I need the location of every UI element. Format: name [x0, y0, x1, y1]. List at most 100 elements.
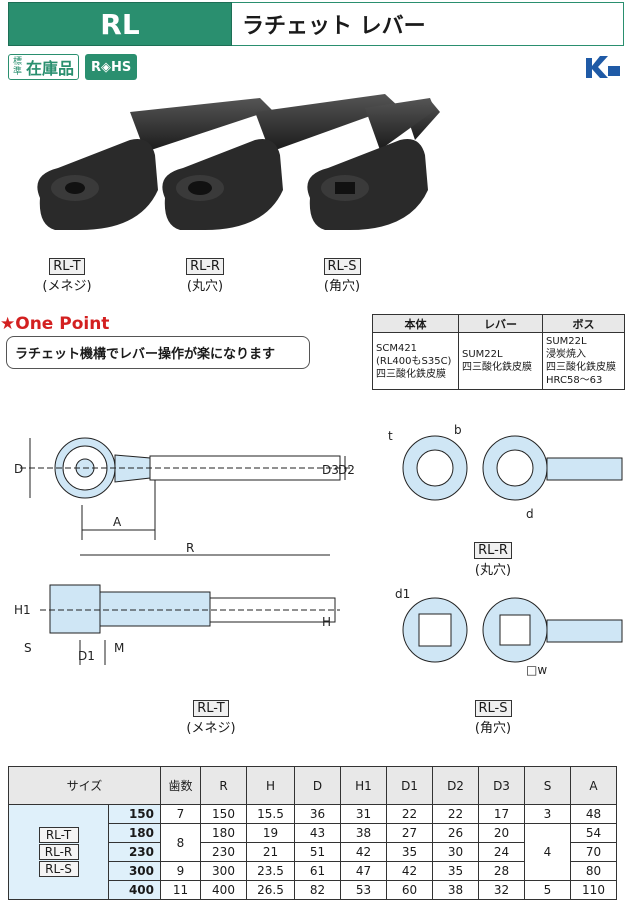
- dim-d-small: d: [526, 507, 534, 521]
- s-cell: 5: [524, 880, 571, 900]
- d3-cell: 17: [478, 804, 525, 824]
- s-cell: 3: [524, 804, 571, 824]
- spec-header: 歯数: [160, 766, 201, 805]
- materials-boss-cell: SUM22L 浸炭焼入 四三酸化鉄皮膜 HRC58～63: [542, 332, 625, 390]
- material-line: SUM22L: [462, 349, 503, 360]
- d-cell: 43: [294, 823, 341, 843]
- product-code: RL-T: [49, 258, 85, 275]
- product-sub: (丸穴): [186, 279, 224, 294]
- technical-drawing: D A D3 D2 R H1 H S D1 M t b d d1 □w: [14, 423, 623, 677]
- product-code: RL-R: [186, 258, 224, 275]
- drawing-sub: (角穴): [474, 721, 512, 736]
- material-line: 四三酸化鉄皮膜: [546, 362, 616, 373]
- s-cell: 4: [524, 823, 571, 881]
- h-cell: 19: [246, 823, 295, 843]
- d2-cell: 35: [432, 861, 479, 881]
- teeth-cell: 11: [160, 880, 201, 900]
- dim-d1-square: d1: [395, 587, 410, 601]
- one-point-text: ラチェット機構でレバー操作が楽になります: [6, 336, 310, 369]
- product-rl-r-image: [162, 94, 398, 230]
- d1-cell: 42: [386, 861, 433, 881]
- d-cell: 61: [294, 861, 341, 881]
- spec-header: サイズ: [8, 766, 161, 805]
- drawing-label-rl-s: RL-S (角穴): [458, 700, 528, 736]
- badges: 標準 在庫品 R◈HS: [8, 54, 138, 80]
- r-cell: 300: [200, 861, 247, 881]
- spec-header: H1: [340, 766, 387, 805]
- spec-header: D2: [432, 766, 479, 805]
- size-cell: 230: [108, 842, 161, 862]
- d2-cell: 26: [432, 823, 479, 843]
- h1-cell: 31: [340, 804, 387, 824]
- d3-cell: 24: [478, 842, 525, 862]
- spec-table: サイズ 歯数 R H D H1 D1 D2 D3 S A RL-T RL-R R…: [8, 766, 617, 900]
- one-point: ★One Point ラチェット機構でレバー操作が楽になります: [0, 314, 312, 369]
- materials-header: ボス: [542, 314, 625, 333]
- teeth-cell: 7: [160, 804, 201, 824]
- material-line: HRC58～63: [546, 375, 603, 386]
- size-cell: 300: [108, 861, 161, 881]
- model-code: RL-T: [38, 827, 79, 843]
- d2-cell: 30: [432, 842, 479, 862]
- product-label-rl-r: RL-R (丸穴): [170, 258, 240, 294]
- drawing-label-rl-r: RL-R (丸穴): [458, 542, 528, 578]
- material-line: 四三酸化鉄皮膜: [376, 368, 446, 380]
- materials-table: 本体 レバー ボス SCM421 (RL400もS35C) 四三酸化鉄皮膜 SU…: [372, 314, 625, 390]
- material-line: SCM421: [376, 342, 418, 354]
- materials-lever-cell: SUM22L 四三酸化鉄皮膜: [458, 332, 543, 390]
- material-line: 浸炭焼入: [546, 349, 586, 360]
- product-code: RL-S: [323, 258, 361, 275]
- materials-header: 本体: [372, 314, 459, 333]
- materials-header: レバー: [458, 314, 543, 333]
- d3-cell: 20: [478, 823, 525, 843]
- drawing-code: RL-R: [474, 542, 512, 559]
- d-cell: 51: [294, 842, 341, 862]
- r-cell: 150: [200, 804, 247, 824]
- d3-cell: 32: [478, 880, 525, 900]
- section-view-drawing: [40, 554, 340, 665]
- d3-cell: 28: [478, 861, 525, 881]
- a-cell: 54: [570, 823, 617, 843]
- product-sub: (角穴): [323, 279, 361, 294]
- product-code-title: RL: [8, 2, 232, 46]
- d2-cell: 38: [432, 880, 479, 900]
- r-cell: 230: [200, 842, 247, 862]
- table-row: 230 230 21 51 42 35 30 24 70: [9, 842, 617, 862]
- h1-cell: 53: [340, 880, 387, 900]
- product-label-rl-t: RL-T (メネジ): [32, 258, 102, 294]
- top-view-drawing: [20, 437, 350, 540]
- spec-header: H: [246, 766, 295, 805]
- h-cell: 15.5: [246, 804, 295, 824]
- a-cell: 110: [570, 880, 617, 900]
- h1-cell: 42: [340, 842, 387, 862]
- size-cell: 150: [108, 804, 161, 824]
- stock-badge-small: 標準: [13, 57, 23, 77]
- r-cell: 400: [200, 880, 247, 900]
- a-cell: 48: [570, 804, 617, 824]
- dim-m: M: [114, 641, 124, 655]
- table-row: RL-T RL-R RL-S 150 7 150 15.5 36 31 22 2…: [8, 804, 617, 900]
- dim-r: R: [186, 541, 194, 555]
- d1-cell: 60: [386, 880, 433, 900]
- d2-cell: 22: [432, 804, 479, 824]
- table-row: 400 11 400 26.5 82 53 60 38 32 5 110: [9, 880, 617, 900]
- drawing-sub: (メネジ): [186, 721, 236, 736]
- dim-t: t: [388, 429, 393, 443]
- spec-model-cell: RL-T RL-R RL-S: [8, 804, 109, 900]
- d1-cell: 35: [386, 842, 433, 862]
- one-point-title: ★One Point: [0, 314, 110, 334]
- material-line: (RL400もS35C): [376, 355, 452, 367]
- dim-d3: D3: [322, 463, 339, 477]
- dim-s: S: [24, 641, 32, 655]
- dim-b: b: [454, 423, 462, 437]
- stock-badge: 標準 在庫品: [8, 54, 80, 80]
- d-cell: 36: [294, 804, 341, 824]
- d1-cell: 22: [386, 804, 433, 824]
- r-cell: 180: [200, 823, 247, 843]
- dim-h1: H1: [14, 603, 31, 617]
- h-cell: 21: [246, 842, 295, 862]
- material-line: SUM22L: [546, 336, 587, 347]
- product-title: ラチェット レバー: [232, 2, 624, 46]
- dim-d: D: [14, 462, 23, 476]
- h-cell: 26.5: [246, 880, 295, 900]
